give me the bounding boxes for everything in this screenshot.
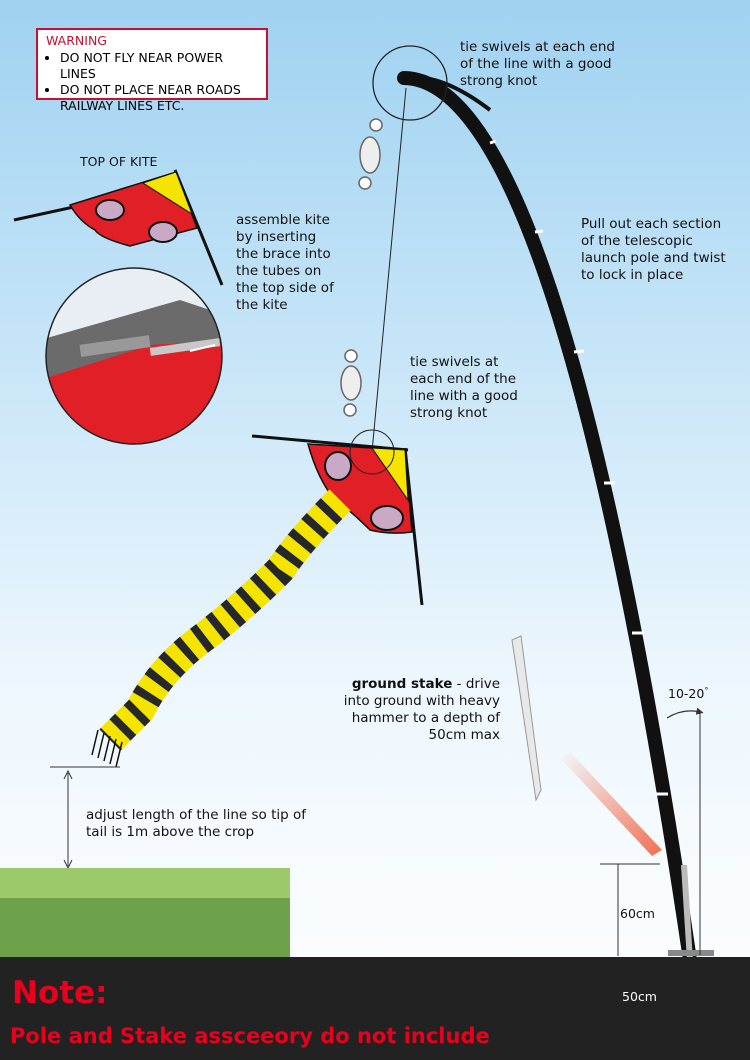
ground-stake-label: ground stake - drive into ground with he… [343, 676, 500, 743]
pole-section-markers [489, 139, 668, 796]
warning-box: WARNING DO NOT FLY NEAR POWER LINES DO N… [36, 28, 268, 113]
adjust-line-label: adjust length of the line so tip of tail… [86, 807, 306, 840]
tail-fringe [91, 729, 123, 768]
brace-detail [45, 267, 223, 445]
kite-tail [99, 489, 351, 751]
launch-pole-tip [403, 75, 492, 112]
tie-swivels-top-label: tie swivels at each end of the line with… [460, 39, 615, 89]
pole-base-plate [668, 950, 714, 956]
tie-swivels-mid-label: tie swivels at each end of the line with… [410, 354, 518, 421]
warning-item: RAILWAY LINES ETC. [60, 98, 185, 113]
depth-50-label: 50cm [622, 989, 657, 1004]
swivel-top [358, 118, 383, 190]
motion-streak [560, 752, 662, 856]
warning-list: DO NOT FLY NEAR POWER LINES DO NOT PLACE… [46, 50, 258, 98]
kite-main [251, 429, 424, 606]
pull-out-label: Pull out each section of the telescopic … [581, 216, 726, 283]
swivel-detail-circle-top [372, 45, 448, 121]
launch-pole [397, 71, 697, 967]
swivel-mid [340, 349, 362, 417]
warning-item: DO NOT FLY NEAR POWER LINES [60, 50, 258, 82]
crop-field [0, 868, 290, 958]
ground-band [0, 957, 750, 1060]
ground-stake [511, 635, 542, 802]
angle-label: 10-20° [668, 686, 709, 702]
kite-line [371, 87, 407, 453]
warning-title: WARNING [46, 33, 107, 48]
assemble-kite-label: assemble kite by inserting the brace int… [236, 212, 334, 313]
note-text: Pole and Stake assceeory do not include [10, 1024, 490, 1048]
warning-item: DO NOT PLACE NEAR ROADS [60, 82, 258, 98]
top-of-kite-label: TOP OF KITE [80, 154, 158, 169]
note-title: Note: [12, 975, 108, 1011]
depth-60-label: 60cm [620, 906, 655, 921]
kite-top-view [13, 169, 224, 286]
